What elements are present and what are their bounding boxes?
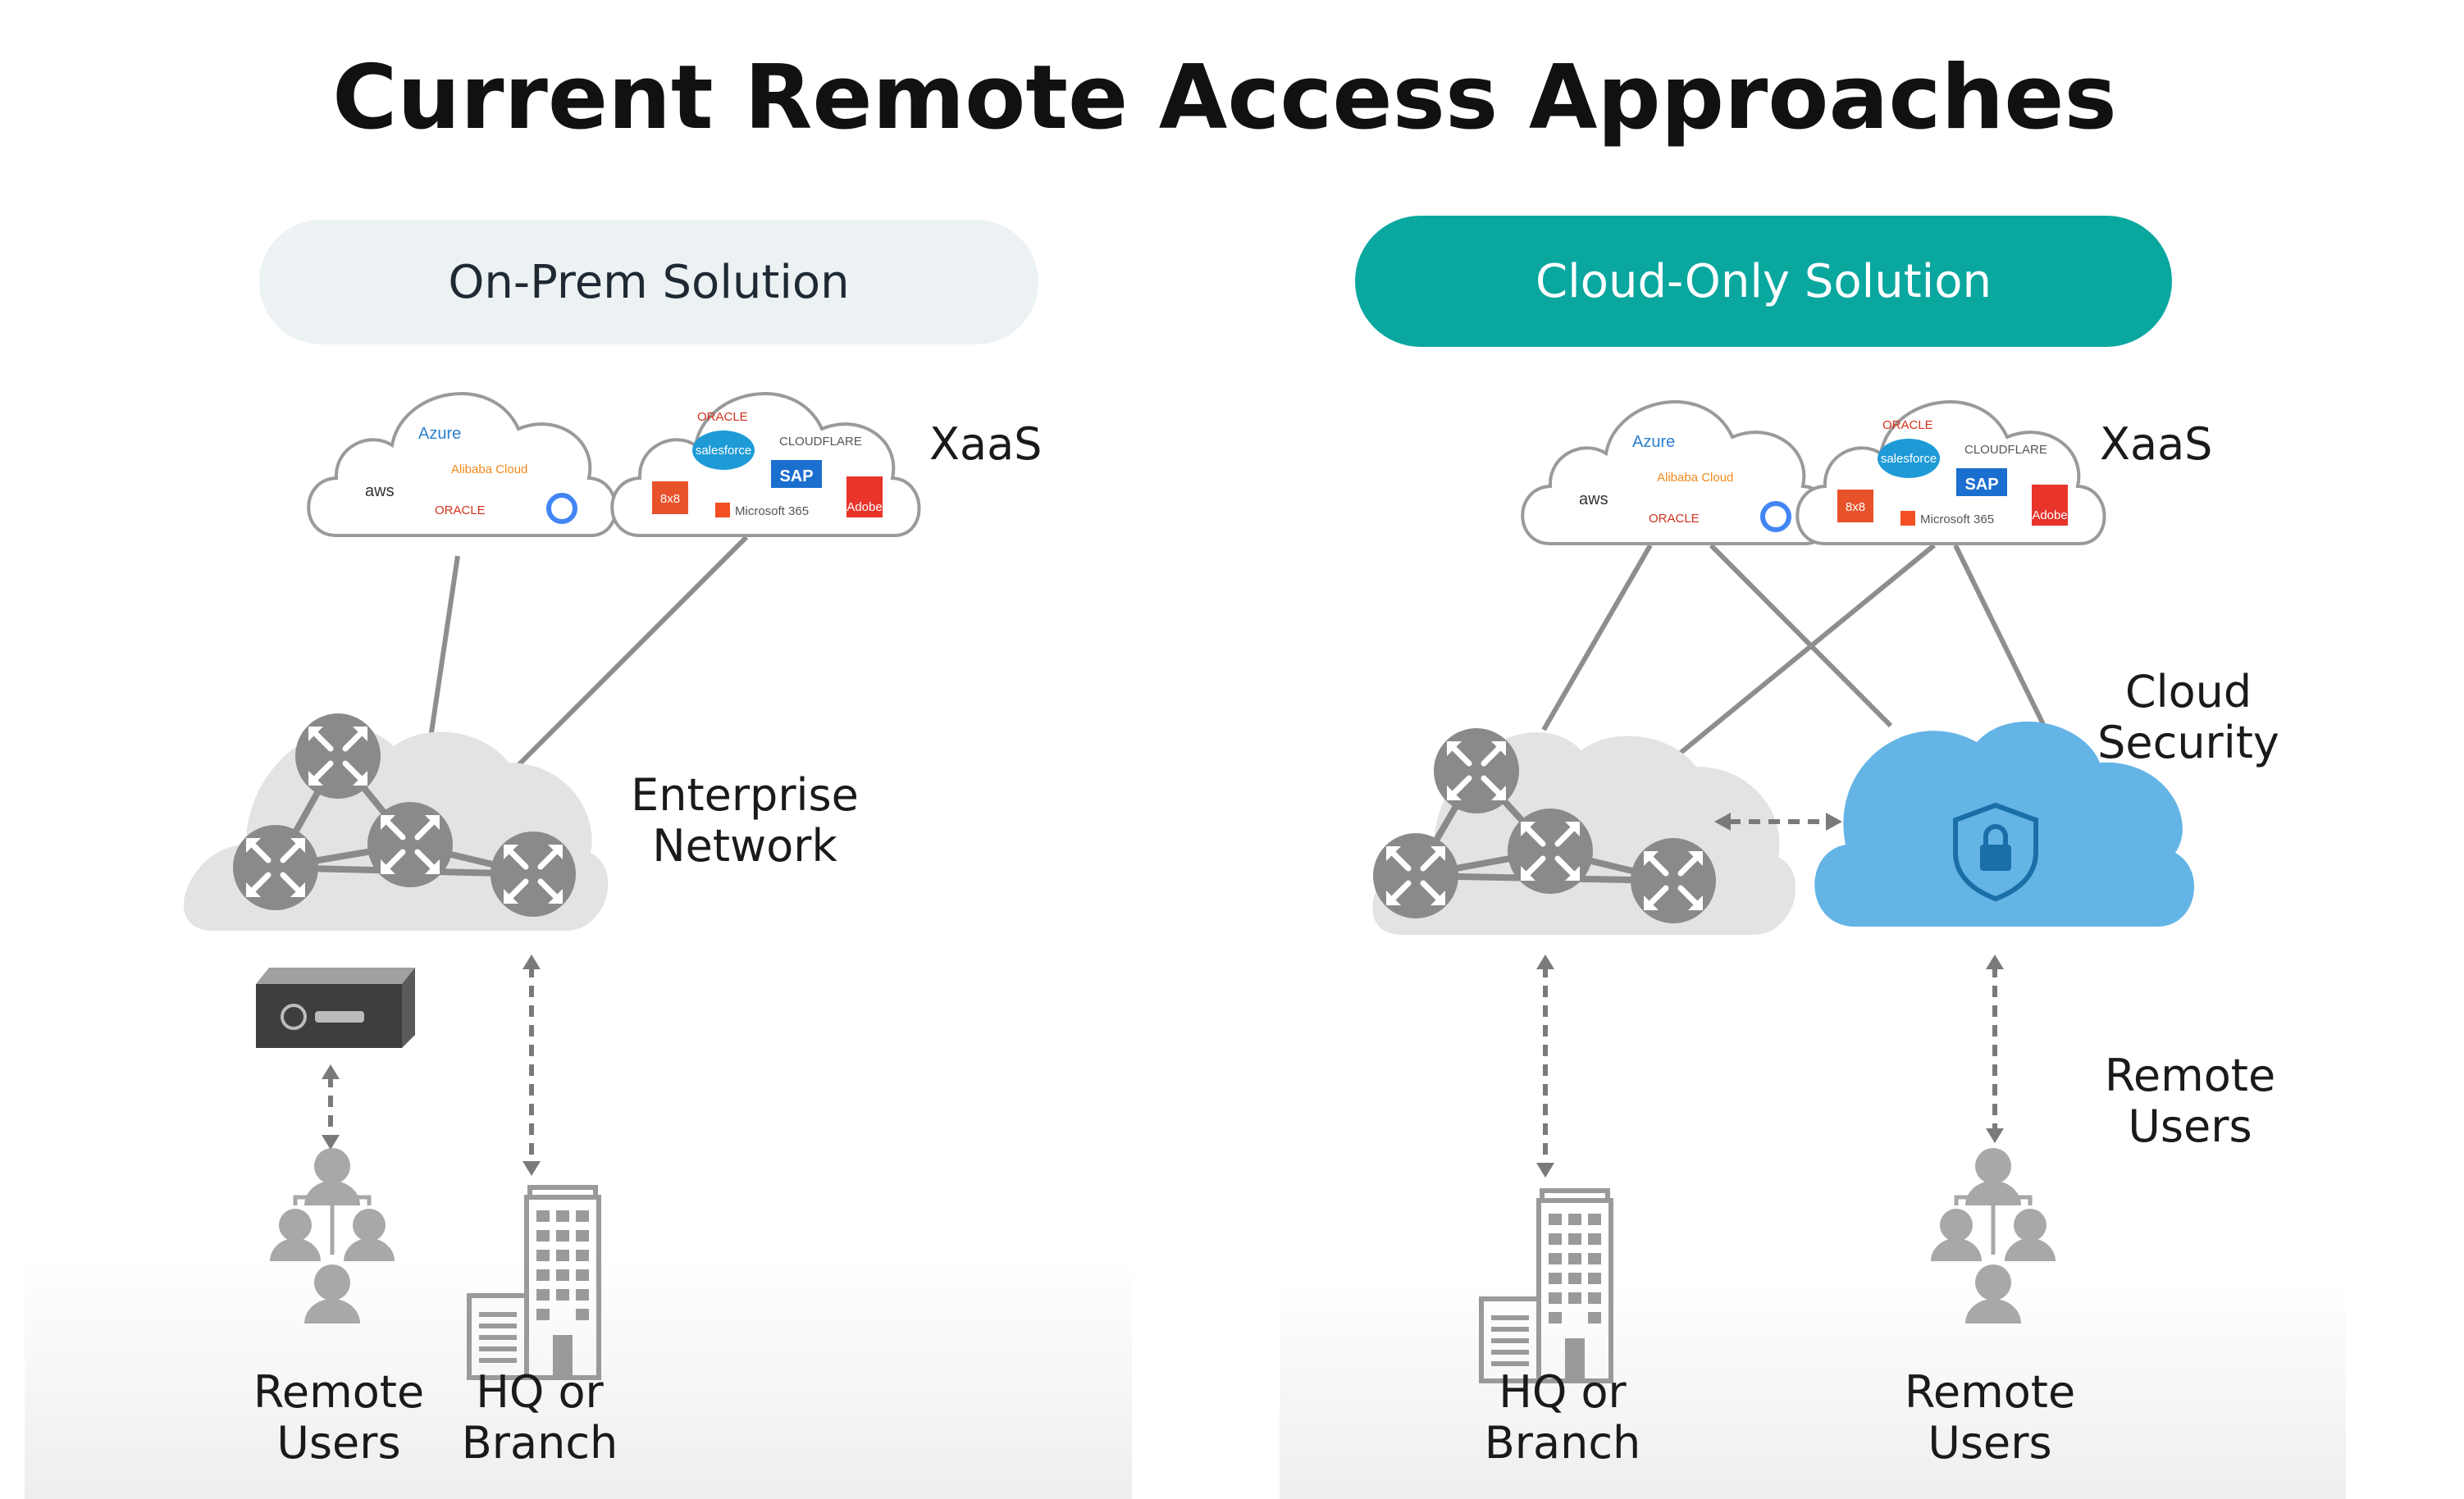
cloudflare-logo: CLOUDFLARE — [1964, 443, 2047, 457]
adobe-logo: Adobe — [2032, 508, 2067, 522]
enterprise-network-label-2: Network — [652, 820, 837, 872]
sap-logo: SAP — [1964, 476, 1998, 494]
onprem-dashed-links — [328, 966, 534, 1163]
cloud-dashed-links — [1543, 819, 1997, 1164]
onprem-branch-label-1: HQ or — [476, 1366, 604, 1418]
cloud-branch-label-1: HQ or — [1499, 1366, 1627, 1418]
gcp-icon — [546, 493, 577, 524]
cloud-users-label-2: Users — [1928, 1417, 2051, 1469]
salesforce-logo: salesforce — [1881, 452, 1937, 466]
cloud-security-label-2: Security — [2097, 717, 2279, 768]
router-icon — [295, 713, 381, 799]
cloud-remote-label-1: Remote — [2105, 1050, 2275, 1101]
onprem-users-label-1: Remote — [253, 1366, 424, 1418]
cloud-remote-label-2: Users — [2128, 1100, 2252, 1152]
adobe-icon — [2032, 485, 2068, 526]
saas-cloud-b-left: ORACLE salesforce CLOUDFLARE SAP 8x8 Mic… — [610, 392, 921, 537]
8x8-logo: 8x8 — [660, 492, 680, 506]
onprem-branch-label-2: Branch — [462, 1417, 618, 1469]
microsoft-logo: Microsoft 365 — [735, 504, 809, 518]
oracle-logo: ORACLE — [697, 410, 748, 424]
aws-logo: aws — [365, 482, 395, 500]
sap-icon — [771, 460, 822, 488]
oracle-logo: ORACLE — [435, 503, 486, 517]
oracle-logo: ORACLE — [1649, 512, 1700, 526]
aws-logo: aws — [1579, 490, 1608, 508]
cloud-security-label-1: Cloud — [2125, 666, 2252, 718]
alibaba-logo: Alibaba Cloud — [1657, 471, 1733, 485]
branch-network-cloud — [1372, 728, 1796, 935]
onprem-users-label-2: Users — [276, 1417, 400, 1469]
cloud-security-cloud — [1814, 721, 2195, 927]
alibaba-logo: Alibaba Cloud — [451, 462, 527, 476]
saas-cloud-a-left: Azure Alibaba Cloud aws ORACLE — [307, 392, 618, 537]
cloud-arrowheads — [1536, 813, 2004, 1178]
cloud-only-pill — [1355, 216, 2172, 347]
page-title: Current Remote Access Approaches — [332, 47, 2117, 149]
onprem-xaas-label: XaaS — [929, 418, 1042, 470]
microsoft-icon — [1900, 511, 1915, 526]
cloud-only-pill-label: Cloud-Only Solution — [1535, 255, 1992, 308]
saas-cloud-a-right: Azure Alibaba Cloud aws ORACLE — [1521, 400, 1832, 545]
salesforce-logo: salesforce — [696, 444, 751, 458]
azure-logo: Azure — [418, 425, 461, 443]
onprem-arrowheads — [322, 955, 541, 1176]
onprem-pill — [259, 220, 1038, 344]
vpn-appliance-icon — [256, 968, 415, 1048]
microsoft-logo: Microsoft 365 — [1920, 513, 1994, 526]
oracle-logo: ORACLE — [1882, 418, 1933, 432]
adobe-logo: Adobe — [846, 500, 882, 514]
cloud-xaas-label: XaaS — [2100, 418, 2212, 470]
enterprise-network-label-1: Enterprise — [631, 769, 859, 821]
saas-cloud-b-right: ORACLE salesforce CLOUDFLARE SAP 8x8 Mic… — [1796, 400, 2106, 545]
cloud-users-label-1: Remote — [1905, 1366, 2075, 1418]
sap-logo: SAP — [779, 467, 813, 485]
cloud-links — [1541, 543, 2061, 773]
router-icon — [233, 825, 318, 910]
router-icon — [1434, 728, 1519, 813]
8x8-icon — [652, 481, 688, 514]
router-icon — [1631, 838, 1716, 923]
microsoft-icon — [715, 503, 730, 517]
onprem-links — [426, 535, 749, 777]
salesforce-icon — [692, 431, 755, 470]
cloudflare-logo: CLOUDFLARE — [779, 435, 862, 449]
shield-lock-icon — [1953, 802, 2038, 902]
cloud-branch-label-2: Branch — [1485, 1417, 1640, 1469]
sap-icon — [1956, 468, 2007, 496]
salesforce-icon — [1878, 439, 1940, 478]
router-icon — [1508, 809, 1593, 894]
azure-logo: Azure — [1632, 433, 1675, 451]
8x8-icon — [1837, 490, 1873, 522]
router-icon — [367, 802, 453, 887]
floor-shadow-right — [1280, 1279, 2346, 1499]
router-icon — [491, 832, 576, 917]
8x8-logo: 8x8 — [1846, 500, 1865, 514]
router-icon — [1373, 833, 1458, 918]
enterprise-network-cloud — [183, 713, 609, 931]
gcp-icon — [1760, 501, 1791, 532]
onprem-pill-label: On-Prem Solution — [448, 256, 849, 309]
adobe-icon — [846, 476, 883, 517]
